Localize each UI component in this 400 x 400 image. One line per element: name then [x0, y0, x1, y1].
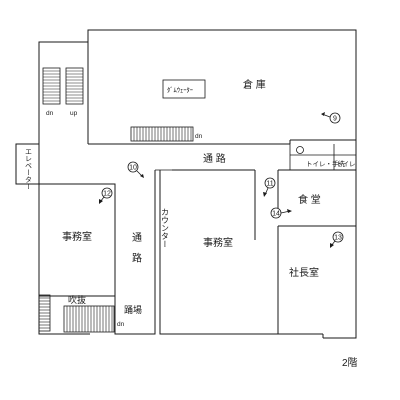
stair-dn-bottom-label: dn [117, 321, 125, 328]
room-corridor-left: 通 路 [130, 232, 142, 267]
room-corridor-top: 通 路 [203, 152, 226, 165]
room-atrium: 吹抜 [68, 294, 86, 305]
photo-marker-14: 14 [270, 207, 292, 219]
room-office-left: 事務室 [62, 230, 92, 243]
room-toilet: トイレ [336, 161, 356, 168]
photo-marker-9-label: 9 [333, 116, 337, 123]
dumbwaiter-box [162, 79, 206, 99]
stair-dn-warehouse-label: dn [195, 133, 203, 140]
photo-marker-11: 11 [263, 177, 276, 197]
walls [15, 29, 357, 339]
photo-marker-11-label: 11 [266, 181, 273, 188]
photo-marker-12-label: 12 [103, 191, 111, 198]
stair-up-left-label: up [70, 110, 78, 117]
stair-warehouse [130, 126, 194, 142]
room-office-center: 事務室 [203, 236, 233, 249]
photo-marker-9: 9 [321, 112, 341, 124]
stair-dn-left-label: dn [46, 110, 54, 117]
photo-marker-13-label: 13 [334, 235, 342, 242]
room-counter: カウンター [161, 208, 170, 248]
stair-top-left [42, 67, 84, 105]
photo-marker-10-label: 10 [129, 165, 137, 172]
photo-marker-12: 12 [99, 187, 113, 204]
room-dumbwaiter: ﾀﾞﾑｳｪｰﾀｰ [167, 86, 193, 94]
stair-bottom-left [38, 294, 115, 333]
photo-marker-13: 13 [330, 231, 344, 248]
room-elevator: エレベーター [25, 148, 33, 190]
photo-marker-10: 10 [127, 161, 144, 178]
room-warehouse: 倉 庫 [243, 78, 266, 91]
room-landing: 踊場 [124, 304, 142, 315]
floor-label: 2階 [342, 357, 358, 369]
room-toilet-washroom: トイレ・手洗 [306, 159, 346, 168]
room-cafeteria: 食 堂 [298, 193, 321, 206]
room-president-office: 社長室 [289, 266, 319, 279]
photo-marker-14-label: 14 [272, 211, 280, 218]
washbasin-icon [296, 146, 304, 154]
